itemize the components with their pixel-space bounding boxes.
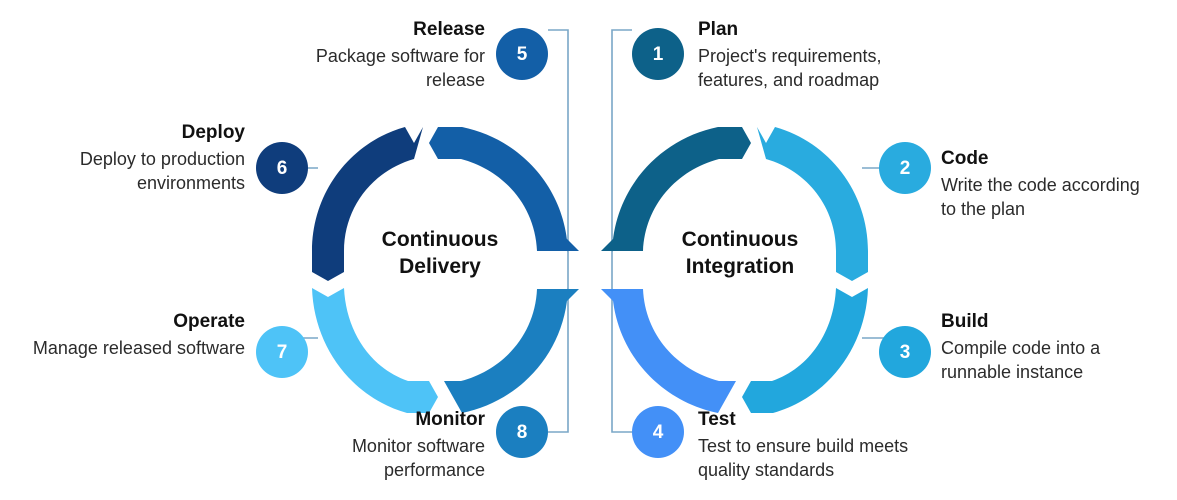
step-circle-5[interactable]: 5: [496, 28, 548, 80]
arc-deploy: [312, 127, 423, 281]
step-circle-4[interactable]: 4: [632, 406, 684, 458]
step-label-monitor: Monitor Monitor software performance: [220, 408, 485, 482]
step-label-build: Build Compile code into a runnable insta…: [941, 310, 1177, 384]
arc-operate: [312, 288, 438, 413]
arc-monitor: [444, 288, 579, 413]
step-circle-8[interactable]: 8: [496, 406, 548, 458]
step-description-deploy: Deploy to production environments: [79, 148, 245, 193]
connector-monitor: [548, 250, 569, 433]
step-description-release: Package software for release: [315, 45, 485, 90]
step-circle-2[interactable]: 2: [879, 142, 931, 194]
step-description-monitor: Monitor software performance: [351, 435, 485, 480]
step-description-build: Compile code into a runnable instance: [941, 337, 1101, 382]
step-title-deploy: Deploy: [181, 122, 245, 143]
step-description-code: Write the code according to the plan: [941, 174, 1140, 219]
step-label-operate: Operate Manage released software: [0, 310, 245, 361]
step-circle-3[interactable]: 3: [879, 326, 931, 378]
step-title-operate: Operate: [173, 311, 245, 332]
arc-test: [601, 288, 736, 413]
loop-caption-continuous-integration: Continuous Integration: [681, 228, 799, 279]
step-circle-6[interactable]: 6: [256, 142, 308, 194]
step-title-monitor: Monitor: [415, 409, 485, 430]
arc-code: [757, 127, 868, 281]
step-label-test: Test Test to ensure build meets quality …: [698, 408, 1028, 482]
step-title-release: Release: [413, 19, 485, 40]
step-title-code: Code: [941, 148, 989, 169]
step-title-plan: Plan: [698, 19, 739, 40]
step-circle-1[interactable]: 1: [632, 28, 684, 80]
step-label-plan: Plan Project's requirements, features, a…: [698, 18, 1028, 92]
step-circle-7[interactable]: 7: [256, 326, 308, 378]
connector-release: [548, 29, 569, 250]
connector-lines: [288, 29, 896, 433]
step-label-release: Release Package software for release: [160, 18, 485, 92]
arc-build: [742, 288, 868, 413]
arc-release: [429, 127, 579, 252]
step-title-build: Build: [941, 311, 989, 332]
step-description-test: Test to ensure build meets quality stand…: [698, 435, 909, 480]
arc-plan: [601, 127, 751, 252]
connector-test: [611, 250, 632, 433]
step-label-code: Code Write the code according to the pla…: [941, 147, 1177, 221]
step-title-test: Test: [698, 409, 736, 430]
loop-caption-continuous-delivery: Continuous Delivery: [381, 228, 499, 279]
step-description-plan: Project's requirements, features, and ro…: [698, 45, 882, 90]
step-label-deploy: Deploy Deploy to production environments: [20, 121, 245, 195]
connector-plan: [611, 29, 632, 250]
step-description-operate: Manage released software: [32, 337, 245, 358]
